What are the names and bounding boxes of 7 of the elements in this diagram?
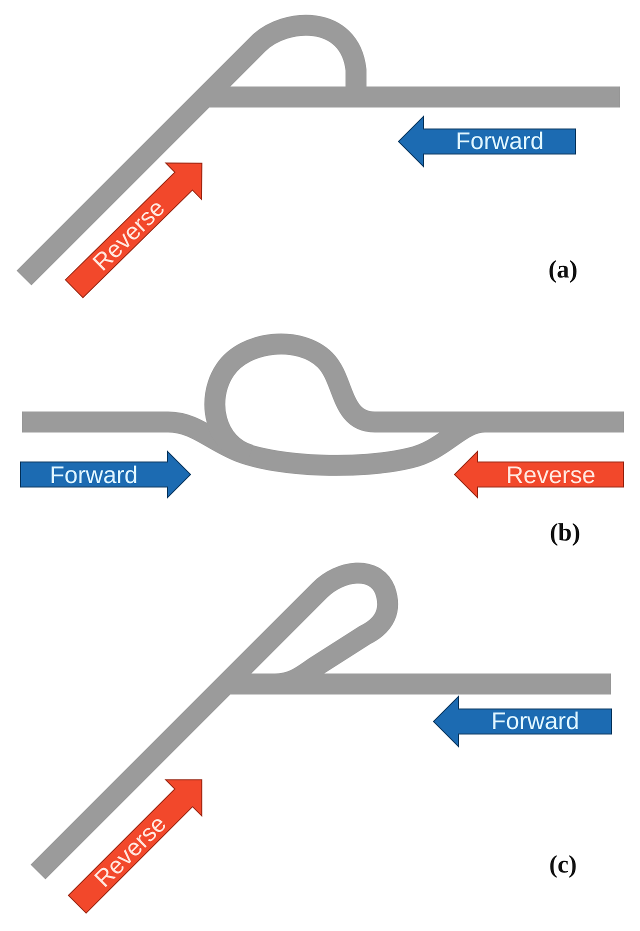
arrow-label: Forward	[456, 130, 544, 154]
arrow-label: Forward	[50, 464, 138, 488]
arrow-label: Reverse	[506, 464, 596, 488]
panel-label: (a)	[548, 258, 578, 282]
arrow-label: Forward	[491, 710, 580, 734]
panel-label: (b)	[550, 520, 580, 546]
panel-label: (c)	[549, 852, 577, 878]
